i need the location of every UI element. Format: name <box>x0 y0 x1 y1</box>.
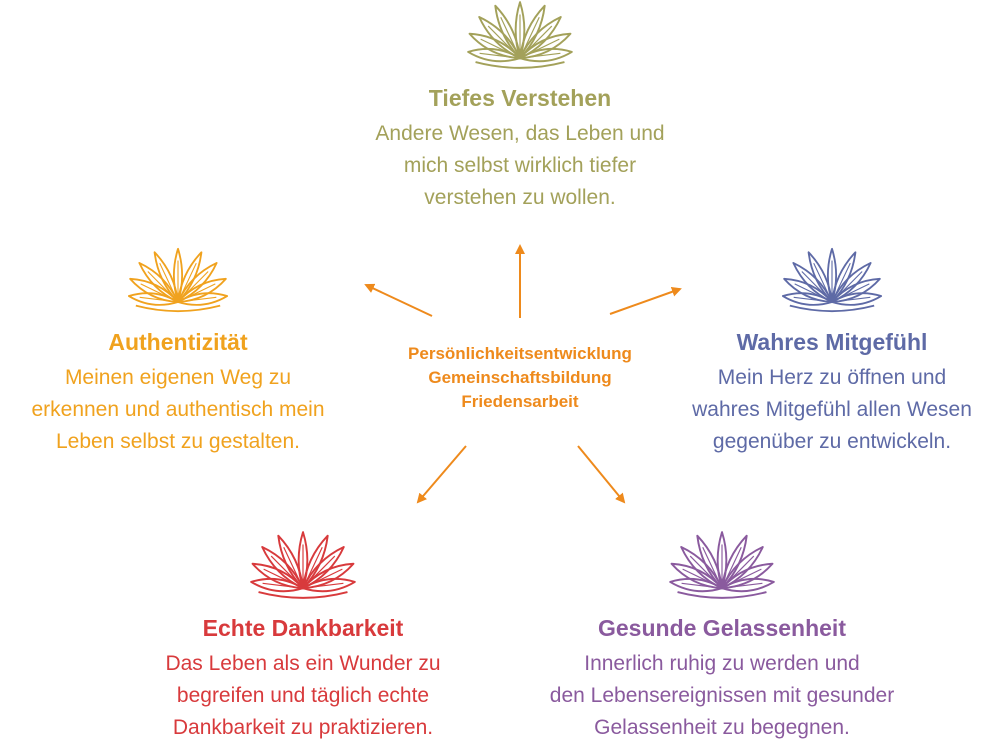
lotus-petal <box>468 32 521 60</box>
description-line: den Lebensereignissen mit gesunder <box>549 684 895 707</box>
lotus-petal <box>138 261 179 303</box>
description-line: gegenüber zu entwickeln. <box>712 430 952 453</box>
description-line: Leben selbst zu gestalten. <box>55 430 300 453</box>
lotus-icon <box>781 247 883 313</box>
lotus-petal <box>172 247 184 303</box>
lotus-petal <box>721 562 774 590</box>
lotus-icon <box>250 531 356 599</box>
node-description: Andere Wesen, das Leben und mich selbst … <box>313 118 727 214</box>
node-tiefes-verstehen: Tiefes Verstehen Andere Wesen, das Leben… <box>313 0 727 214</box>
lotus-petal <box>721 546 764 590</box>
lotus-icon <box>669 531 775 599</box>
node-description: Mein Herz zu öffnen und wahres Mitgefühl… <box>664 362 1000 458</box>
lotus-vein <box>721 547 742 589</box>
lotus-petal <box>670 562 723 590</box>
lotus-petal <box>251 562 304 590</box>
arrow-right <box>609 286 682 315</box>
lotus-petal <box>177 277 227 303</box>
lotus-icon <box>127 247 229 313</box>
node-title: Authentizität <box>108 329 248 355</box>
center-text: Persönlichkeitsentwicklung Gemeinschafts… <box>360 342 680 414</box>
arrow-left <box>364 283 433 317</box>
lotus-petal <box>783 277 833 303</box>
node-description: Innerlich ruhig zu werden und den Lebens… <box>512 648 932 744</box>
lotus-petal <box>302 546 345 590</box>
center-line: Gemeinschaftsbildung <box>428 368 612 387</box>
node-title: Gesunde Gelassenheit <box>598 615 846 641</box>
lotus-icon <box>467 1 573 69</box>
node-description: Das Leben als ein Wunder zu begreifen un… <box>130 648 476 744</box>
lotus-petal <box>519 16 562 60</box>
lotus-petal <box>680 546 723 590</box>
description-line: Innerlich ruhig zu werden und <box>584 652 860 675</box>
lotus-petal <box>297 531 309 590</box>
description-line: Das Leben als ein Wunder zu <box>165 652 441 675</box>
node-gesunde-gelassenheit: Gesunde Gelassenheit Innerlich ruhig zu … <box>512 530 932 744</box>
lotus-vein <box>831 262 851 303</box>
description-line: wahres Mitgefühl allen Wesen <box>692 398 972 421</box>
node-title: Tiefes Verstehen <box>428 85 612 111</box>
lotus-petal <box>261 546 304 590</box>
lotus-vein <box>283 547 304 589</box>
lotus-base <box>677 591 767 599</box>
lotus-petal <box>519 32 572 60</box>
description-line: Dankbarkeit zu praktizieren. <box>172 716 434 739</box>
lotus-petal <box>478 16 521 60</box>
lotus-vein <box>519 17 540 59</box>
node-title: Echte Dankbarkeit <box>202 615 404 641</box>
center-line: Friedensarbeit <box>461 392 579 411</box>
lotus-base <box>475 61 565 69</box>
lotus-vein <box>302 547 323 589</box>
description-line: Gelassenheit zu begegnen. <box>594 716 850 739</box>
description-line: Andere Wesen, das Leben und <box>375 122 665 145</box>
arrow-down-left <box>416 445 467 504</box>
lotus-vein <box>500 17 521 59</box>
node-description: Meinen eigenen Weg zu erkennen und authe… <box>0 362 356 458</box>
lotus-petal <box>177 261 218 303</box>
lotus-vein <box>159 262 179 303</box>
description-line: erkennen und authentisch mein <box>31 398 325 421</box>
node-echte-dankbarkeit: Echte Dankbarkeit Das Leben als ein Wund… <box>130 530 476 744</box>
node-wahres-mitgefuehl: Wahres Mitgefühl Mein Herz zu öffnen und… <box>664 246 1000 458</box>
lotus-petal <box>792 261 833 303</box>
description-line: verstehen zu wollen. <box>424 186 616 209</box>
node-title: Wahres Mitgefühl <box>736 329 928 355</box>
description-line: Mein Herz zu öffnen und <box>717 366 947 389</box>
center-line: Persönlichkeitsentwicklung <box>408 344 632 363</box>
arrow-down-right <box>577 445 626 504</box>
description-line: begreifen und täglich echte <box>176 684 430 707</box>
lotus-petal <box>302 562 355 590</box>
lotus-base <box>135 304 221 313</box>
lotus-petal <box>826 247 838 303</box>
lotus-petal <box>129 277 179 303</box>
lotus-vein <box>702 547 723 589</box>
description-line: Meinen eigenen Weg zu <box>64 366 292 389</box>
lotus-vein <box>177 262 197 303</box>
lotus-petal <box>831 261 872 303</box>
lotus-base <box>789 304 875 313</box>
lotus-vein <box>813 262 833 303</box>
lotus-base <box>258 591 348 599</box>
node-authentizitaet: Authentizität Meinen eigenen Weg zu erke… <box>0 246 356 458</box>
description-line: mich selbst wirklich tiefer <box>403 154 637 177</box>
lotus-petal <box>514 1 526 60</box>
lotus-petal <box>831 277 881 303</box>
lotus-petal <box>716 531 728 590</box>
